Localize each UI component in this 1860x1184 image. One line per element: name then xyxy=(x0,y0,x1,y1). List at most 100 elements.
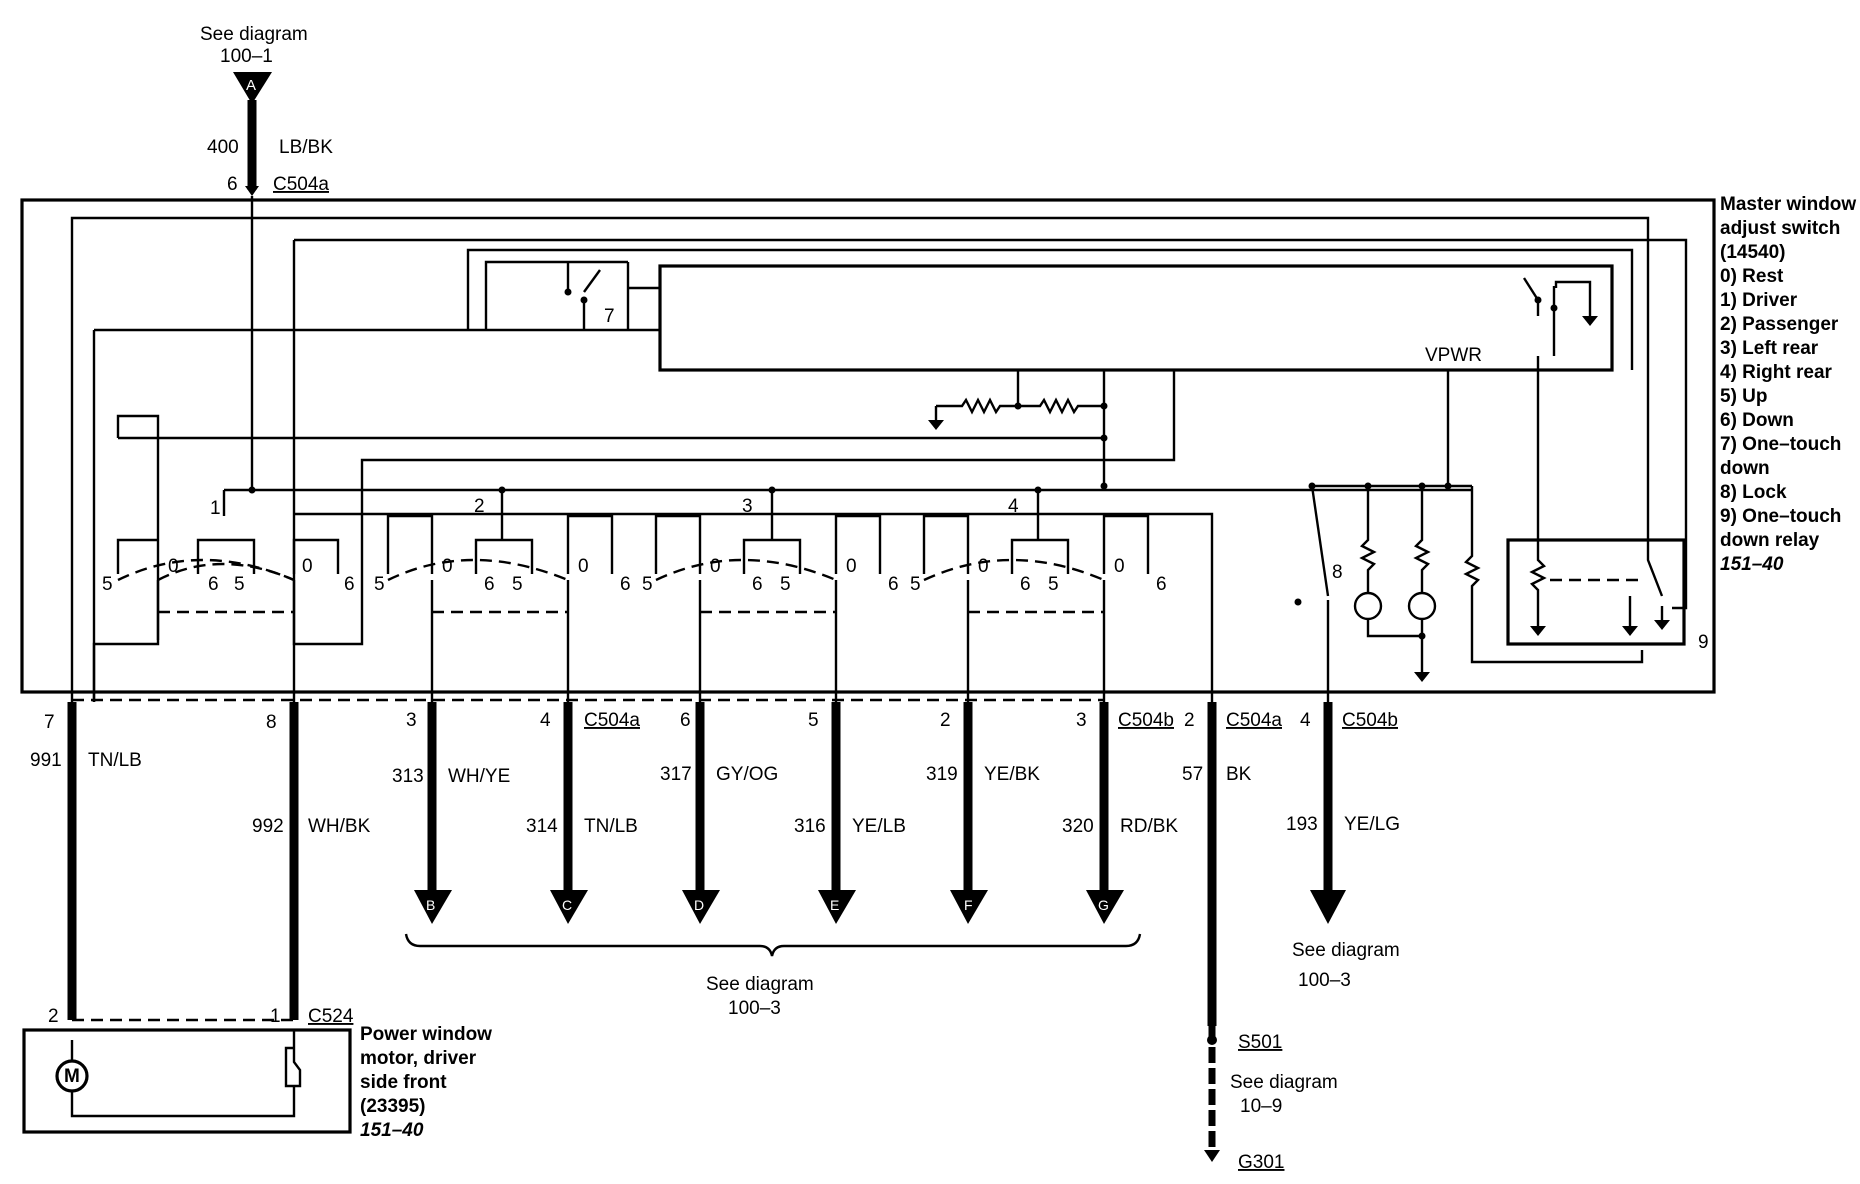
switch-pos-7: 7) One–touch xyxy=(1720,434,1841,455)
ground-see-diagram: See diagram xyxy=(1230,1072,1338,1093)
contact-0: 0 xyxy=(442,556,453,577)
switch-pos-1: 1) Driver xyxy=(1720,290,1798,311)
ground-label: G301 xyxy=(1238,1152,1284,1173)
switch-pos-3: 3) Left rear xyxy=(1720,338,1819,359)
top-connector: C504a xyxy=(273,174,329,195)
contact-0: 0 xyxy=(978,556,989,577)
contact-5: 5 xyxy=(102,574,113,595)
switch-2-label: 2 xyxy=(474,496,485,517)
switch-title-1: Master window xyxy=(1720,194,1856,215)
out-314-circuit: 314 xyxy=(526,816,558,837)
switch-group-driver xyxy=(92,516,364,702)
out-317-circuit: 317 xyxy=(660,764,692,785)
out-57-connector: C504a xyxy=(1226,710,1282,731)
out-320-letter: G xyxy=(1098,897,1109,913)
out-193-connector: C504b xyxy=(1342,710,1398,731)
out-317-color: GY/OG xyxy=(716,764,778,785)
out-57-circuit: 57 xyxy=(1182,764,1203,785)
switch-1-label: 1 xyxy=(210,498,221,519)
switch-pos-0: 0) Rest xyxy=(1720,266,1784,287)
right-see-diagram: See diagram xyxy=(1292,940,1400,961)
out-193-color: YE/LG xyxy=(1344,814,1400,835)
contact-0: 0 xyxy=(846,556,857,577)
switch-8-label: 8 xyxy=(1332,562,1343,583)
contact-5: 5 xyxy=(374,574,385,595)
connector-a-letter: A xyxy=(246,77,256,94)
connector-a-arrow xyxy=(233,72,272,104)
top-see-diagram: See diagram xyxy=(200,24,308,45)
contact-6: 6 xyxy=(1156,574,1167,595)
out-193-circuit: 193 xyxy=(1286,814,1318,835)
switch-page-ref: 151–40 xyxy=(1720,554,1784,575)
contact-5: 5 xyxy=(512,574,523,595)
out-314-letter: C xyxy=(562,897,572,913)
motor-pin-right: 1 xyxy=(270,1006,281,1027)
contact-5: 5 xyxy=(910,574,921,595)
switch-pos-8: 8) Lock xyxy=(1720,482,1787,503)
contact-6: 6 xyxy=(208,574,219,595)
switch-9-label: 9 xyxy=(1698,632,1709,653)
contact-6: 6 xyxy=(1020,574,1031,595)
out-314-color: TN/LB xyxy=(584,816,638,837)
top-pin: 6 xyxy=(227,174,238,195)
contact-6: 6 xyxy=(752,574,763,595)
out-319-letter: F xyxy=(964,897,973,913)
out-991-pin: 7 xyxy=(44,712,55,733)
ground-group: S501 See diagram 10–9 G301 xyxy=(1204,1032,1338,1173)
out-314-pin: 4 xyxy=(540,710,551,731)
switch-pos-5: 5) Up xyxy=(1720,386,1768,407)
out-319-color: YE/BK xyxy=(984,764,1040,785)
switch-title-3: (14540) xyxy=(1720,242,1786,263)
out-320-connector: C504b xyxy=(1118,710,1174,731)
contact-5: 5 xyxy=(1048,574,1059,595)
motor-page-ref: 151–40 xyxy=(360,1120,424,1141)
out-313-circuit: 313 xyxy=(392,766,424,787)
master-switch-box: Master window adjust switch (14540) 0) R… xyxy=(20,194,1856,702)
out-319-pin: 2 xyxy=(940,710,951,731)
out-992-pin: 8 xyxy=(266,712,277,733)
switch-pos-7b: down xyxy=(1720,458,1770,479)
out-57-pin: 2 xyxy=(1184,710,1195,731)
switch-group-left-rear xyxy=(654,514,882,702)
motor-symbol: M xyxy=(64,1066,80,1087)
switch-pos-9b: down relay xyxy=(1720,530,1820,551)
contact-0: 0 xyxy=(302,556,313,577)
motor-pin-left: 2 xyxy=(48,1006,59,1027)
bracket-see-diagram: See diagram xyxy=(706,974,814,995)
switch-4-label: 4 xyxy=(1008,496,1019,517)
switch-pos-9: 9) One–touch xyxy=(1720,506,1841,527)
out-316-pin: 5 xyxy=(808,710,819,731)
out-313-color: WH/YE xyxy=(448,766,510,787)
switch-title-2: adjust switch xyxy=(1720,218,1840,239)
out-316-letter: E xyxy=(830,897,839,913)
output-wires: 7 991 TN/LB 8 992 WH/BK B 3 313 WH/YE C … xyxy=(30,698,1400,1148)
contact-5: 5 xyxy=(642,574,653,595)
out-316-color: YE/LB xyxy=(852,816,906,837)
switch-7-label: 7 xyxy=(604,306,615,327)
out-991-circuit: 991 xyxy=(30,750,62,771)
motor-title-4: (23395) xyxy=(360,1096,426,1117)
motor-connector: C524 xyxy=(308,1006,354,1027)
out-317-letter: D xyxy=(694,897,704,913)
motor-title-2: motor, driver xyxy=(360,1048,477,1069)
out-319-circuit: 319 xyxy=(926,764,958,785)
switch-3-label: 3 xyxy=(742,496,753,517)
bracket-ref: 100–3 xyxy=(728,998,781,1019)
window-motor: 2 1 C524 M Power window motor, driver si… xyxy=(22,1006,492,1141)
contact-6: 6 xyxy=(484,574,495,595)
out-313-pin: 3 xyxy=(406,710,417,731)
contact-0: 0 xyxy=(1114,556,1125,577)
contact-0: 0 xyxy=(710,556,721,577)
out-316-circuit: 316 xyxy=(794,816,826,837)
out-320-color: RD/BK xyxy=(1120,816,1178,837)
contact-5: 5 xyxy=(234,574,245,595)
splice-label: S501 xyxy=(1238,1032,1282,1053)
switch-pos-6: 6) Down xyxy=(1720,410,1794,431)
contact-6: 6 xyxy=(344,574,355,595)
right-ref: 100–3 xyxy=(1298,970,1351,991)
switch-group-passenger xyxy=(386,514,614,702)
out-193-pin: 4 xyxy=(1300,710,1311,731)
contact-0: 0 xyxy=(168,556,179,577)
out-320-pin: 3 xyxy=(1076,710,1087,731)
